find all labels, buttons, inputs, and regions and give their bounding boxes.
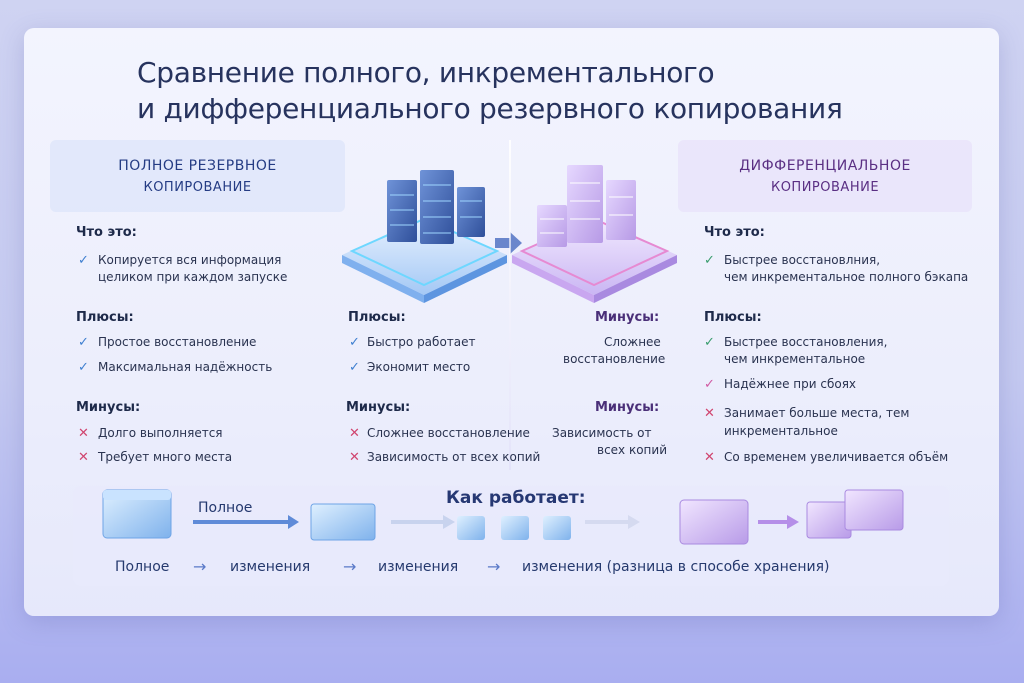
cross-icon: ✕ xyxy=(78,426,89,441)
full-con-item: Долго выполняется xyxy=(98,426,223,440)
full-con-item: Требует много места xyxy=(98,450,233,464)
flow-illustration: Полное xyxy=(102,489,904,545)
incremental-pro-item: Экономит место xyxy=(367,360,471,374)
arrow-right-icon xyxy=(585,515,640,529)
full-pros-label: Плюсы: xyxy=(76,310,134,325)
check-icon: ✓ xyxy=(349,360,360,375)
arrow-right-icon: → xyxy=(487,557,501,576)
diff-pro-line-1: Быстрее восстановления, xyxy=(724,335,888,349)
full-pro-item: Простое восстановление xyxy=(98,335,257,349)
flow-step-2: изменения xyxy=(230,559,311,575)
full-backup-header: ПОЛНОЕ РЕЗЕРВНОЕ КОПИРОВАНИЕ xyxy=(50,140,345,212)
diff-pro-line-3: Надёжнее при сбоях xyxy=(724,377,857,391)
small-cube-icon xyxy=(501,516,529,540)
flow-step-4: изменения (разница в способе хранения) xyxy=(522,559,830,575)
check-icon: ✓ xyxy=(78,360,89,375)
title-line-2: и дифференциального резервного копирован… xyxy=(137,92,843,125)
incremental-cons-label: Минусы: xyxy=(346,400,411,415)
check-icon: ✓ xyxy=(704,335,715,350)
middle-con-line-4: всех копий xyxy=(597,443,668,457)
incremental-con-item: Зависимость от всех копий xyxy=(367,450,541,464)
diff-header-line-2: КОПИРОВАНИЕ xyxy=(770,180,880,195)
full-cons-label: Минусы: xyxy=(76,400,141,415)
incremental-pros-label: Плюсы: xyxy=(348,310,406,325)
center-arrow-icon xyxy=(495,232,522,254)
incremental-con-item: Сложнее восстановление xyxy=(367,426,530,440)
diff-pros-label: Плюсы: xyxy=(704,310,762,325)
arrow-right-icon: → xyxy=(343,557,357,576)
diff-what-line-1: Быстрее восстановлния, xyxy=(724,253,881,267)
how-it-works-title: Как работает: xyxy=(446,488,586,508)
diff-header-line-1: ДИФФЕРЕНЦИАЛЬНОЕ xyxy=(739,158,911,174)
differential-backup-header: ДИФФЕРЕНЦИАЛЬНОЕ КОПИРОВАНИЕ xyxy=(678,140,972,212)
incremental-pro-item: Быстро работает xyxy=(367,335,476,349)
full-what-line-2: целиком при каждом запуске xyxy=(98,270,288,284)
full-pro-item: Максимальная надёжность xyxy=(98,360,273,374)
differential-server-cube-icon xyxy=(806,489,904,539)
full-what-label: Что это: xyxy=(76,225,137,240)
server-cube-icon xyxy=(310,503,376,541)
middle-con-line-2: восстановление xyxy=(563,352,666,366)
cross-icon: ✕ xyxy=(78,450,89,465)
diff-con-line-3: Со временем увеличивается объём xyxy=(724,450,949,464)
check-icon: ✓ xyxy=(704,253,715,268)
arrow-right-icon: → xyxy=(193,557,207,576)
cross-icon: ✕ xyxy=(704,450,715,465)
diff-what-line-2: чем инкрементальное полного бэкапа xyxy=(724,270,969,284)
flow-step-3: изменения xyxy=(378,559,459,575)
full-header-line-2: КОПИРОВАНИЕ xyxy=(143,180,252,195)
diff-con-line-1: Занимает больше места, тем xyxy=(724,406,910,420)
full-what-line-1: Копируется вся информация xyxy=(98,253,282,267)
left-server-stack-icon xyxy=(342,170,507,303)
small-cube-icon xyxy=(457,516,485,540)
diff-pro-line-2: чем инкрементальное xyxy=(724,352,866,366)
diff-con-line-2: инкрементальное xyxy=(724,424,838,438)
flow-step-1: Полное xyxy=(115,559,170,575)
server-comparison-illustration xyxy=(342,165,677,303)
page-title: Сравнение полного, инкрементального и ди… xyxy=(137,55,897,127)
full-backup-cube-icon xyxy=(102,489,172,539)
arrow-right-icon xyxy=(391,515,455,529)
diff-what-label: Что это: xyxy=(704,225,765,240)
check-icon: ✓ xyxy=(78,335,89,350)
cross-icon: ✕ xyxy=(349,426,360,441)
check-icon: ✓ xyxy=(704,377,715,392)
middle-con-line-3: Зависимость от xyxy=(552,426,652,440)
arrow-right-icon xyxy=(758,515,799,529)
cross-icon: ✕ xyxy=(349,450,360,465)
flow-top-label: Полное xyxy=(198,500,252,516)
middle-con-line-1: Сложнее xyxy=(604,335,661,349)
column-divider xyxy=(509,140,511,470)
check-icon: ✓ xyxy=(78,253,89,268)
check-icon: ✓ xyxy=(349,335,360,350)
full-header-line-1: ПОЛНОЕ РЕЗЕРВНОЕ xyxy=(118,158,277,174)
cross-icon: ✕ xyxy=(704,406,715,421)
small-cube-icon xyxy=(543,516,571,540)
arrow-right-icon xyxy=(193,515,299,529)
middle-cons-label-1: Минусы: xyxy=(595,310,660,325)
right-server-stack-icon xyxy=(512,165,677,303)
title-line-1: Сравнение полного, инкрементального xyxy=(137,56,715,89)
differential-cube-icon xyxy=(679,499,749,545)
middle-cons-label-2: Минусы: xyxy=(595,400,660,415)
